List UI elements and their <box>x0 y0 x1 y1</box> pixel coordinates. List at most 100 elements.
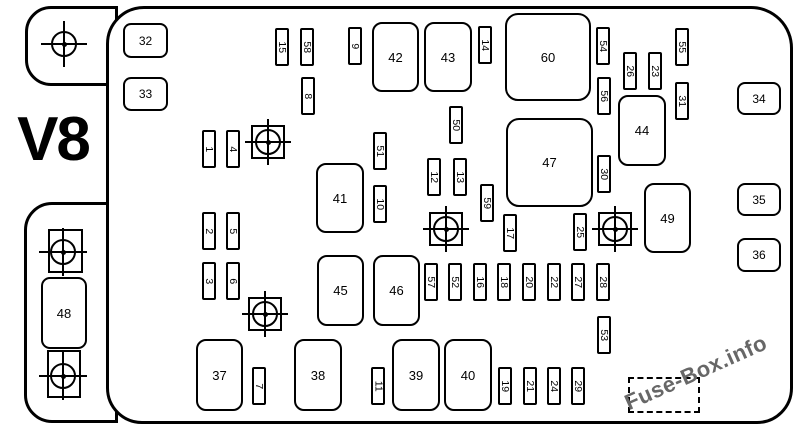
fuse-19: 19 <box>498 367 512 405</box>
component-label: 41 <box>332 190 348 206</box>
component-label: 4 <box>227 146 240 152</box>
component-label: 32 <box>138 33 153 48</box>
component-label: 42 <box>388 49 403 65</box>
component-label: 3 <box>203 278 216 284</box>
mount-bolt-icon <box>592 206 638 252</box>
component-label: 8 <box>302 93 315 99</box>
fuse-29: 29 <box>571 367 585 405</box>
fuse-56: 56 <box>597 77 611 115</box>
component-label: 20 <box>523 276 536 288</box>
component-label: 58 <box>301 41 314 53</box>
bolt-center-dot <box>61 41 67 47</box>
relay-41: 41 <box>316 163 364 233</box>
mount-bolt-icon <box>39 228 87 276</box>
fuse-28: 28 <box>596 263 610 301</box>
component-label: 18 <box>498 276 511 288</box>
fuse-10: 10 <box>373 185 387 223</box>
empty-slot <box>628 377 700 413</box>
fuse-30: 30 <box>597 155 611 193</box>
component-label: 49 <box>660 210 675 226</box>
engine-variant-label: V8 <box>17 105 91 174</box>
component-label: 36 <box>752 248 766 262</box>
relay-44: 44 <box>618 95 666 166</box>
fuse-51: 51 <box>373 132 387 170</box>
component-label: 12 <box>428 171 441 183</box>
component-label: 45 <box>333 283 348 298</box>
component-label: 22 <box>548 276 561 288</box>
mount-bolt-icon <box>423 206 469 252</box>
relay-40: 40 <box>444 339 492 411</box>
component-label: 56 <box>598 90 611 102</box>
component-label: 43 <box>440 49 456 65</box>
mount-bolt-icon <box>242 291 288 337</box>
fuse-58: 58 <box>300 28 314 66</box>
fuse-54: 54 <box>596 27 610 65</box>
relay-43: 43 <box>424 22 472 92</box>
fuse-6: 6 <box>226 262 240 300</box>
fuse-18: 18 <box>497 263 511 301</box>
component-label: 48 <box>56 305 72 321</box>
component-label: 55 <box>676 41 689 53</box>
fuse-57: 57 <box>424 263 438 301</box>
bolt-center-dot <box>612 226 618 232</box>
box-32: 32 <box>123 23 168 58</box>
fuse-24: 24 <box>547 367 561 405</box>
bolt-center-dot <box>262 311 268 317</box>
component-label: 24 <box>548 380 561 392</box>
fuse-17: 17 <box>503 214 517 252</box>
fuse-21: 21 <box>523 367 537 405</box>
fuse-26: 26 <box>623 52 637 90</box>
box-35: 35 <box>737 183 781 216</box>
component-label: 33 <box>138 87 153 101</box>
component-label: 15 <box>276 41 289 53</box>
fuse-1: 1 <box>202 130 216 168</box>
fuse-5: 5 <box>226 212 240 250</box>
component-label: 35 <box>752 192 766 207</box>
component-label: 50 <box>450 119 463 131</box>
component-label: 26 <box>624 65 637 77</box>
component-label: 13 <box>454 171 467 183</box>
relay-37: 37 <box>196 339 243 411</box>
component-label: 2 <box>203 228 216 234</box>
bolt-center-dot <box>265 139 271 145</box>
component-label: 29 <box>572 380 585 392</box>
component-label: 10 <box>374 198 387 210</box>
maxi-fuse-48: 48 <box>41 277 87 349</box>
component-label: 34 <box>752 91 766 106</box>
relay-38: 38 <box>294 339 342 411</box>
fuse-9: 9 <box>348 27 362 65</box>
fuse-25: 25 <box>573 213 587 251</box>
component-label: 11 <box>372 380 385 392</box>
fuse-12: 12 <box>427 158 441 196</box>
bolt-center-dot <box>60 373 66 379</box>
component-label: 46 <box>389 283 404 298</box>
box-34: 34 <box>737 82 781 115</box>
relay-49: 49 <box>644 183 691 253</box>
component-label: 5 <box>227 228 240 234</box>
fuse-27: 27 <box>571 263 585 301</box>
fuse-3: 3 <box>202 262 216 300</box>
component-label: 21 <box>524 380 537 392</box>
mount-tab-top <box>25 6 118 86</box>
fuse-55: 55 <box>675 28 689 66</box>
component-label: 44 <box>634 123 650 138</box>
component-label: 9 <box>349 43 362 49</box>
fuse-20: 20 <box>522 263 536 301</box>
relay-39: 39 <box>392 339 440 411</box>
relay-45: 45 <box>317 255 364 326</box>
component-label: 27 <box>572 276 585 288</box>
mount-bolt-icon <box>39 352 87 400</box>
fuse-53: 53 <box>597 316 611 354</box>
relay-46: 46 <box>373 255 420 326</box>
fuse-50: 50 <box>449 106 463 144</box>
component-label: 23 <box>649 65 662 77</box>
box-33: 33 <box>123 77 168 111</box>
fuse-31: 31 <box>675 82 689 120</box>
component-label: 52 <box>449 276 462 288</box>
component-label: 1 <box>203 146 216 152</box>
bolt-center-dot <box>60 249 66 255</box>
component-label: 37 <box>212 367 227 383</box>
component-label: 40 <box>460 367 476 383</box>
component-label: 38 <box>310 367 326 383</box>
